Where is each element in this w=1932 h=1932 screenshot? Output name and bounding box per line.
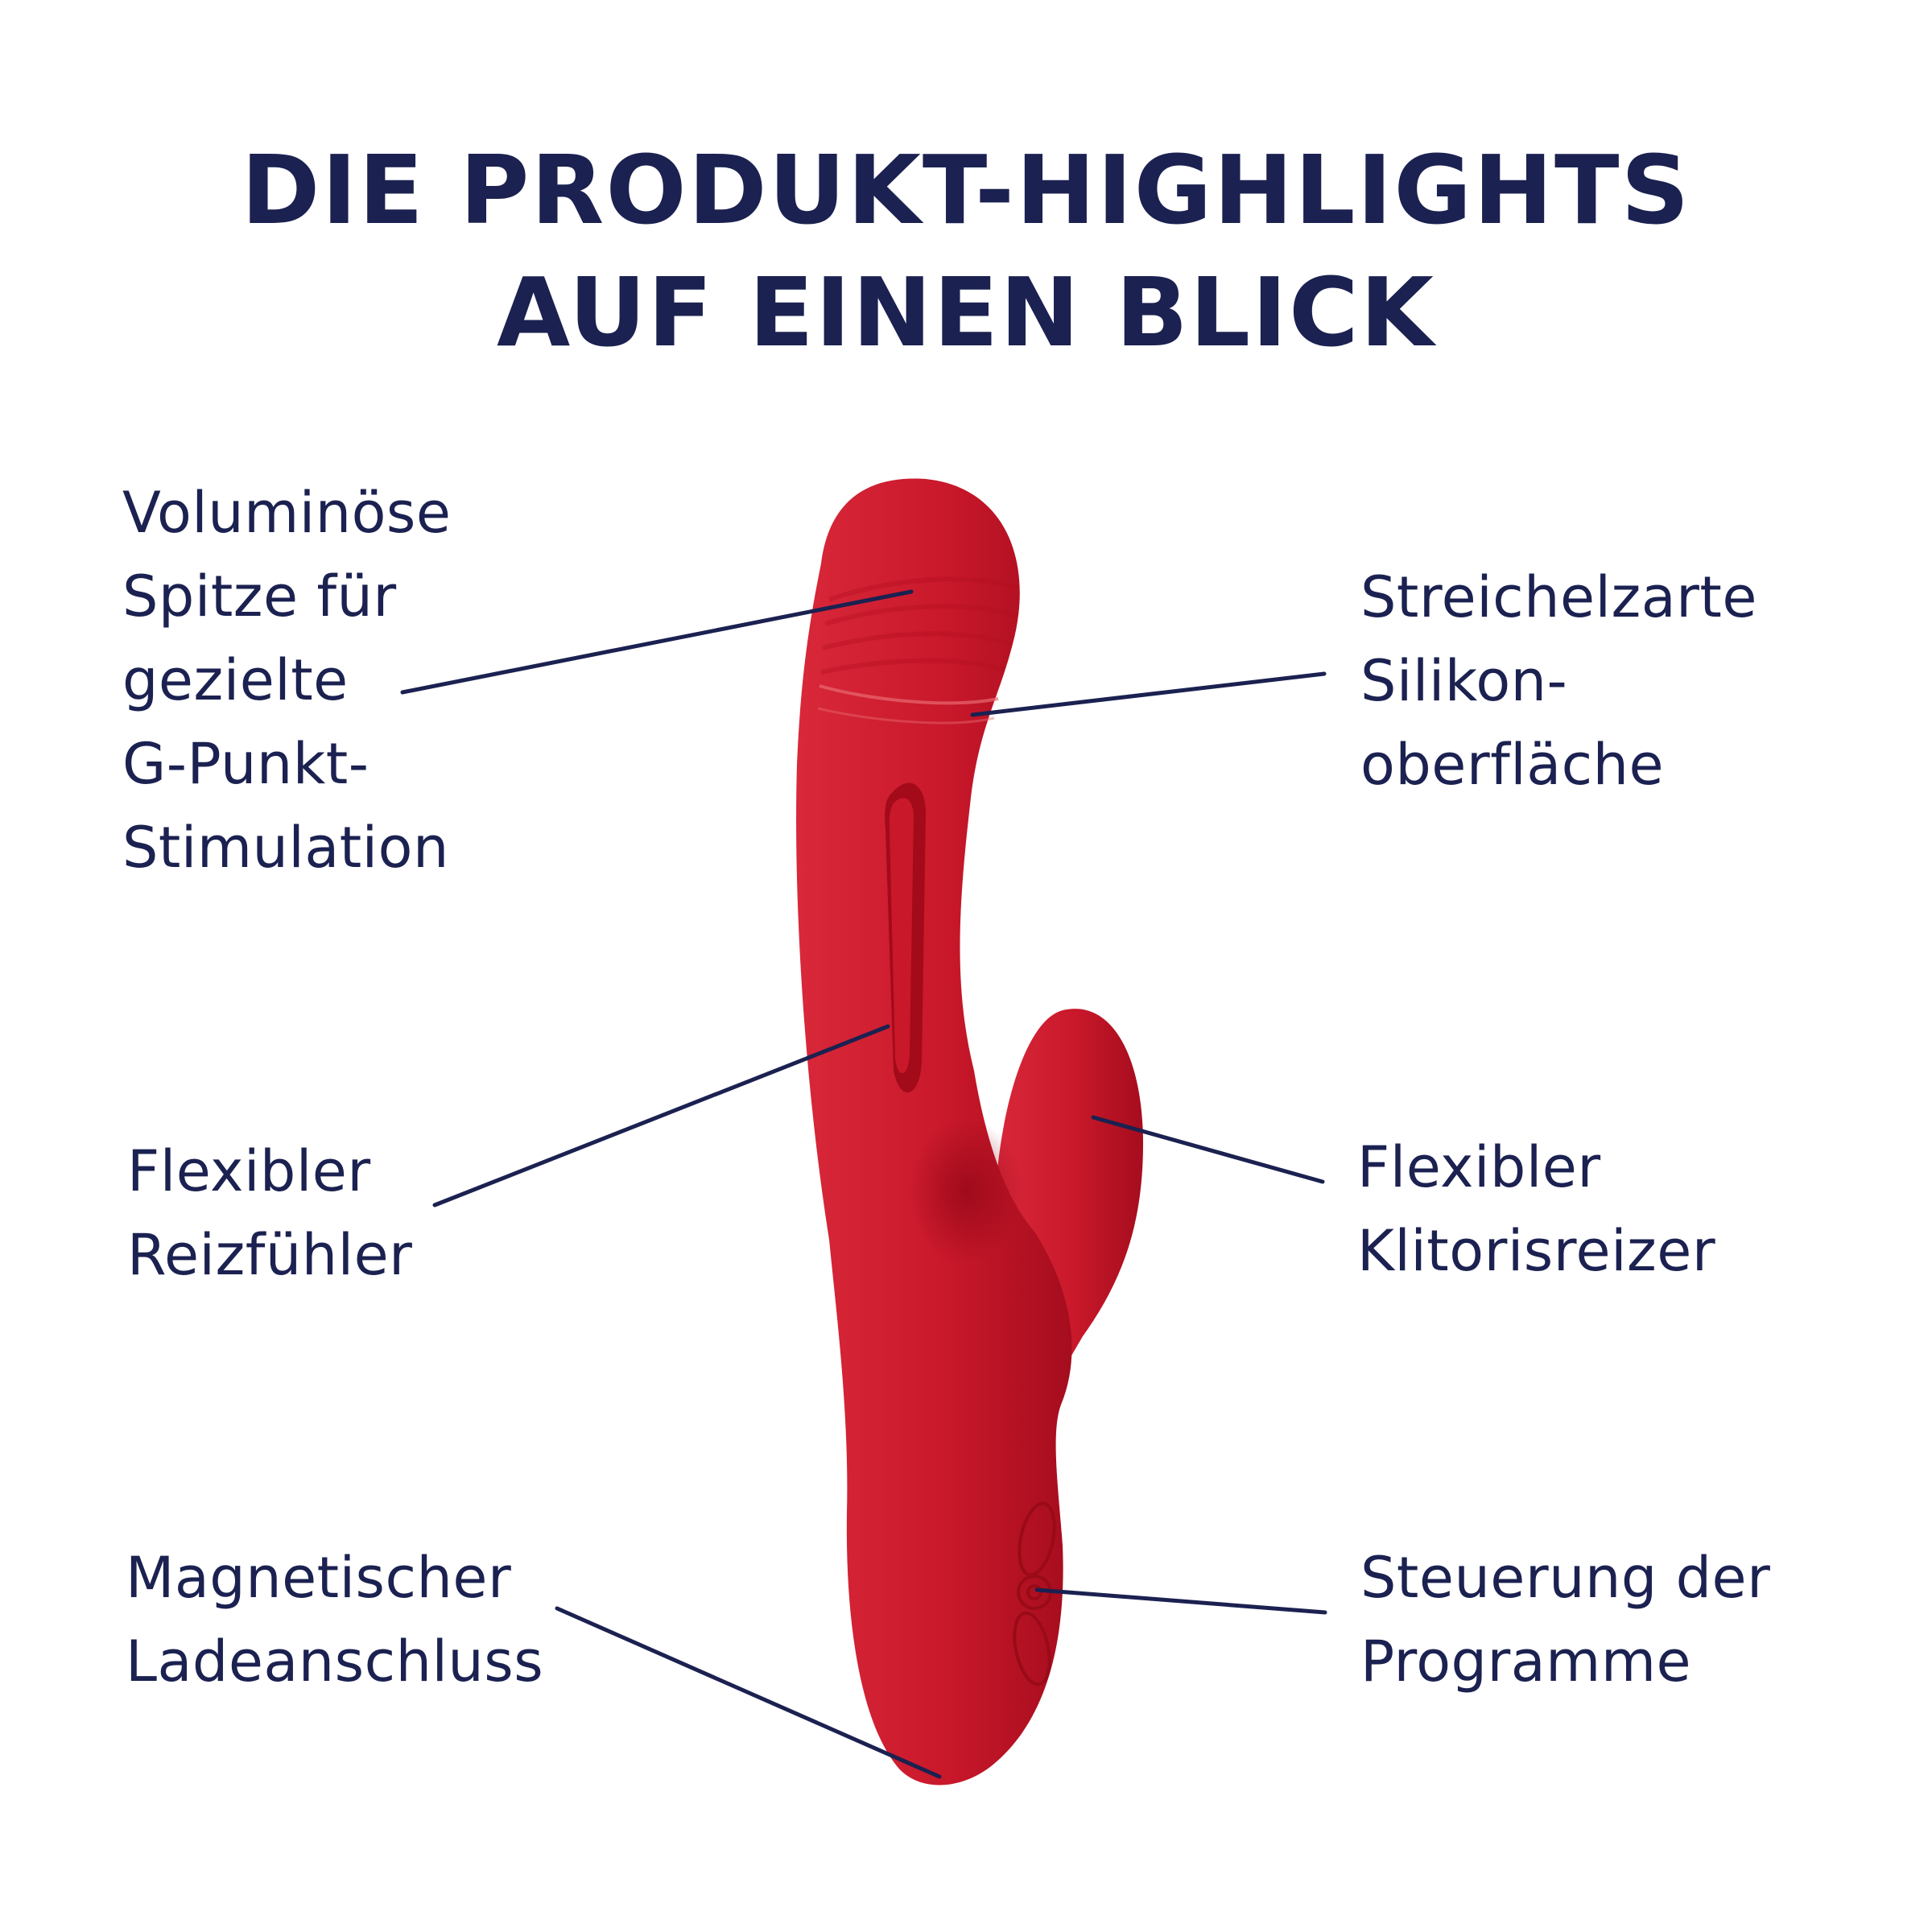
callout-line: Flexibler [1357,1134,1601,1200]
callout-line: G-Punkt- [122,731,369,797]
callout-clitoral-stimulator: Flexibler Klitorisreizer [1357,1125,1715,1293]
tip-ridges [820,576,1019,675]
callout-line: Streichelzarte [1360,564,1757,630]
callout-line: Klitorisreizer [1357,1218,1716,1284]
callout-line: Ladeanschluss [126,1629,544,1695]
plus-button-icon[interactable] [1013,1501,1060,1578]
control-buttons[interactable] [1009,1501,1060,1687]
title-line-1: DIE PRODUKT-HIGHLIGHTS [241,134,1691,246]
feeler-tab [889,798,914,1074]
leader-line-controls [1034,1587,1327,1615]
tip-seam [819,684,999,705]
leader-line-feeler [432,1024,890,1208]
callout-flexible-feeler: Flexibler Reizfühler [127,1129,412,1297]
callout-line: Steuerung der [1360,1545,1771,1611]
leader-line-charging [555,1606,942,1779]
callout-line: Voluminöse [122,480,452,546]
callout-line: Silikon- [1360,648,1568,714]
callout-line: Spitze für [122,564,397,630]
callout-magnetic-charging: Magnetischer Ladeanschluss [126,1536,543,1703]
leader-line-tip [400,589,914,695]
callout-line: Flexibler [127,1138,371,1204]
callout-line: gezielte [122,647,349,713]
callout-line: Stimulation [122,815,449,881]
title-line-2: AUF EINEN BLICK [497,257,1435,368]
minus-button-icon[interactable] [1009,1610,1055,1687]
leader-lines [400,589,1327,1779]
callout-line: Reizfühler [127,1222,413,1288]
callout-line: Programme [1360,1629,1692,1695]
callout-silicone-surface: Streichelzarte Silikon- oberfläche [1360,555,1757,807]
leader-line-clit [1091,1115,1325,1184]
page-title: DIE PRODUKT-HIGHLIGHTS AUF EINEN BLICK [0,129,1932,374]
callout-program-controls: Steuerung der Programme [1360,1536,1770,1703]
callout-voluminous-tip: Voluminöse Spitze für gezielte G-Punkt- … [122,471,451,890]
callout-line: Magnetischer [126,1545,512,1611]
callout-line: oberfläche [1360,732,1665,798]
leader-line-surface [970,671,1327,717]
